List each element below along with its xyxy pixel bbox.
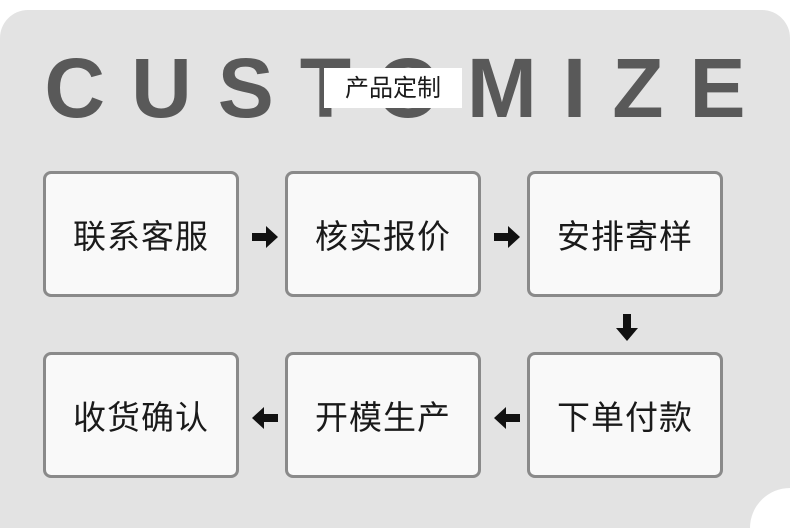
- step-arrange-sample: 安排寄样: [527, 171, 723, 297]
- arrow-left-icon: [252, 407, 278, 429]
- step-order-payment: 下单付款: [527, 352, 723, 478]
- panel-corner-cutout: [750, 488, 790, 528]
- step-confirm-receipt: 收货确认: [43, 352, 239, 478]
- arrow-right-icon: [252, 226, 278, 248]
- arrow-down-icon: [616, 314, 638, 341]
- banner-subtitle: 产品定制: [324, 68, 462, 108]
- step-contact-service: 联系客服: [43, 171, 239, 297]
- arrow-left-icon: [494, 407, 520, 429]
- step-verify-quote: 核实报价: [285, 171, 481, 297]
- step-mold-production: 开模生产: [285, 352, 481, 478]
- arrow-right-icon: [494, 226, 520, 248]
